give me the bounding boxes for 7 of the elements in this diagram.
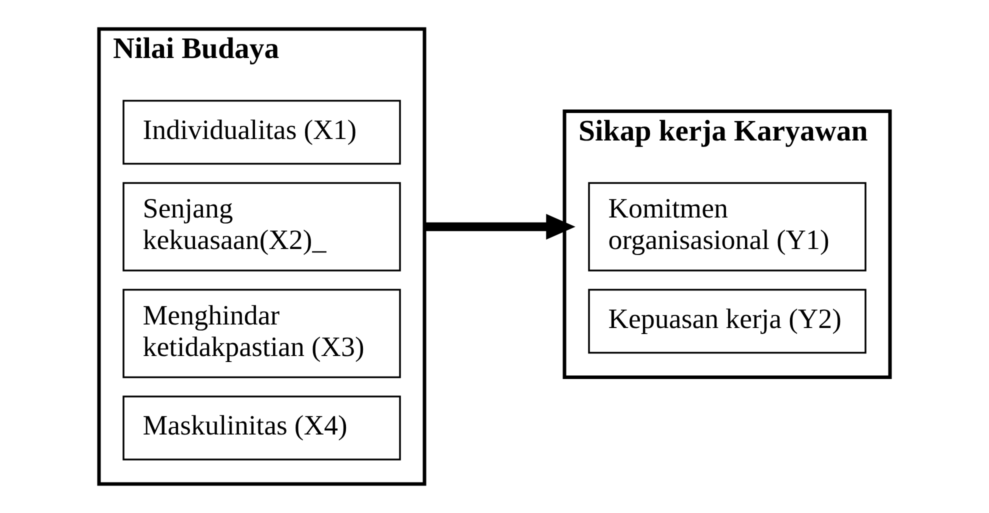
node-box: Menghindar ketidakpastian (X3) — [122, 288, 401, 378]
arrow — [424, 214, 576, 240]
node-box: Maskulinitas (X4) — [122, 396, 401, 460]
node-box: Senjang kekuasaan(X2)_ — [122, 182, 401, 272]
node-box: Individualitas (X1) — [122, 100, 401, 165]
node-box: Komitmen organisasional (Y1) — [588, 182, 866, 272]
node-box: Kepuasan kerja (Y2) — [588, 288, 866, 354]
